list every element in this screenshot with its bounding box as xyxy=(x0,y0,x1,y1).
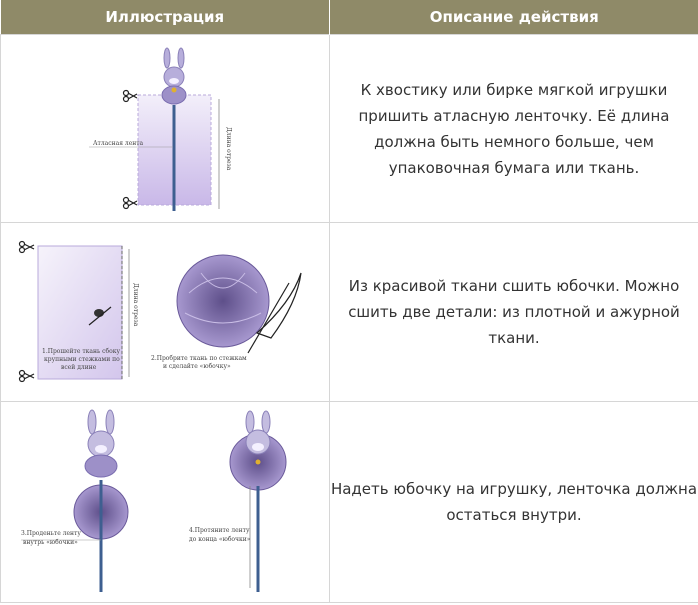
header-illustration: Иллюстрация xyxy=(0,0,330,35)
step3-caption-line1: 3.Проденьте ленту xyxy=(21,530,81,537)
step1-caption-line2: крупными стежками по xyxy=(44,356,120,363)
table-header-row: Иллюстрация Описание действия xyxy=(0,0,698,35)
needle-thread-icon xyxy=(247,272,302,354)
step2-caption-line2: и сделайте «юбочку» xyxy=(163,363,231,370)
scissors-icon xyxy=(18,369,35,383)
table-row: 3.Проденьте ленту внутрь «юбочки» 4.Прот… xyxy=(0,401,698,603)
header-description: Описание действия xyxy=(329,0,698,35)
bunny-toy xyxy=(245,410,271,465)
description-cell: Из красивой ткани сшить юбочки. Можно сш… xyxy=(329,222,698,402)
description-cell: К хвостику или бирке мягкой игрушки приш… xyxy=(329,34,698,223)
table-row: Длина отреза 1.Прошейте ткань сбоку круп… xyxy=(0,222,698,402)
step3-caption-line2: внутрь «юбочки» xyxy=(23,539,78,546)
illustration-cell: 3.Проденьте ленту внутрь «юбочки» 4.Прот… xyxy=(0,401,330,603)
gathered-skirt xyxy=(176,254,270,348)
illustration-cell: Длина отреза 1.Прошейте ткань сбоку круп… xyxy=(0,222,330,402)
fabric-sheet xyxy=(37,245,123,380)
step4-caption-line2: до конца «юбочки» xyxy=(189,536,251,543)
ribbon-illustration: Атласная лента Длина отреза xyxy=(89,47,232,211)
scissors-icon xyxy=(122,89,138,103)
scissors-icon xyxy=(122,196,138,210)
skirt-sewing-illustration: Длина отреза 1.Прошейте ткань сбоку круп… xyxy=(18,240,302,383)
table-row: Атласная лента Длина отреза К хвостику и… xyxy=(0,34,698,223)
bunny-toy xyxy=(161,47,187,105)
length-label: Длина отреза xyxy=(132,283,139,327)
step1-caption-line1: 1.Прошейте ткань сбоку xyxy=(42,348,120,355)
illustration-cell: Атласная лента Длина отреза xyxy=(0,34,330,223)
description-cell: Надеть юбочку на игрушку, ленточка должн… xyxy=(329,401,698,603)
step1-caption-line3: всей длине xyxy=(61,364,97,371)
step2-caption-line1: 2.Пробрите ткань по стежкам xyxy=(151,355,247,362)
assembly-illustration: 3.Проденьте ленту внутрь «юбочки» 4.Прот… xyxy=(21,409,287,592)
length-label: Длина отреза xyxy=(225,127,232,171)
needle-thread-icon xyxy=(88,306,112,326)
scissors-icon xyxy=(18,240,35,254)
ribbon-label: Атласная лента xyxy=(93,140,144,147)
bunny-toy xyxy=(84,409,118,478)
step4-caption-line1: 4.Протяните ленту xyxy=(189,527,250,534)
